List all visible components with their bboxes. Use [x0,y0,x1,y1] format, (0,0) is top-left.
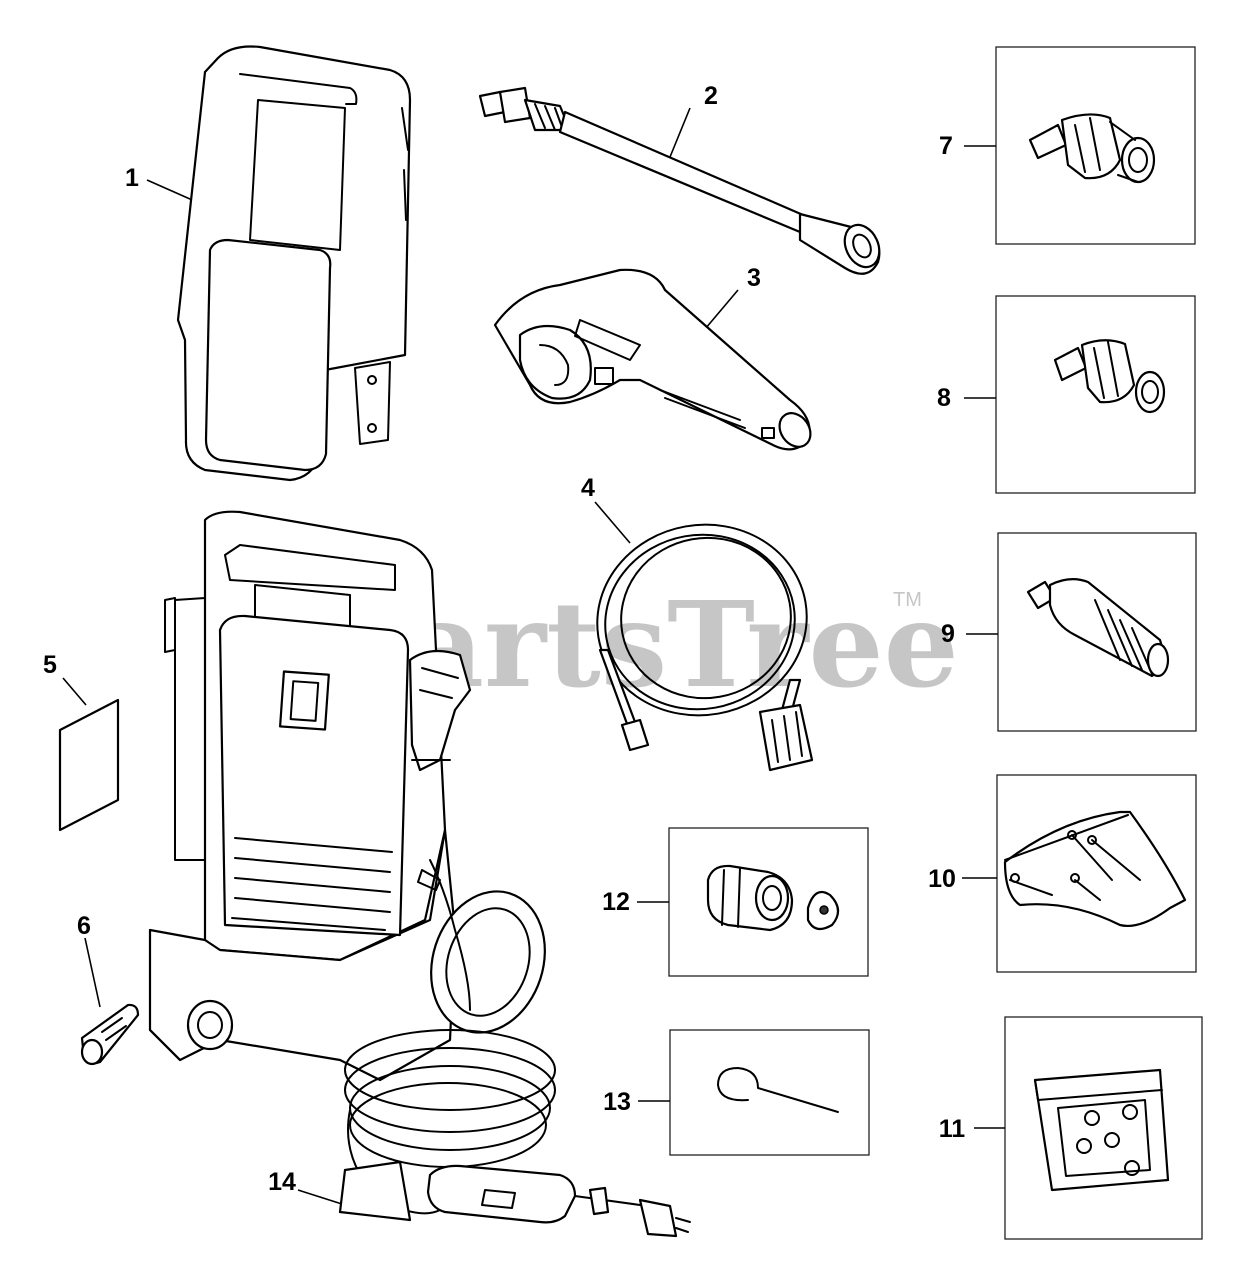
pressure-washer-unit [148,510,691,1238]
part-13-cleaning-pin [717,1067,839,1113]
callout-10: 10 [928,865,956,893]
callout-8: 8 [937,384,951,412]
callout-6: 6 [77,912,91,940]
callout-7: 7 [939,132,953,160]
part-11-parts-bag [1033,1068,1170,1192]
callout-9: 9 [941,620,955,648]
callout-1: 1 [125,164,139,192]
callout-12: 12 [602,888,630,916]
part-1-cover-panel [176,45,412,482]
callout-14: 14 [268,1168,296,1196]
callout-2: 2 [704,82,718,110]
part-12-inlet-adapter-kit [706,864,840,932]
part-4-high-pressure-hose [596,523,814,772]
callout-5: 5 [43,651,57,679]
callout-3: 3 [747,264,761,292]
part-10-screw-bag [1003,810,1187,927]
callout-13: 13 [603,1088,631,1116]
callout-labels: 1 2 3 4 5 6 7 8 9 10 11 12 13 14 [43,82,965,1196]
watermark-tm: TM [893,589,922,611]
part-8-nozzle-adjustable-b [1053,339,1166,414]
part-box-13 [669,1029,870,1156]
part-9-turbo-nozzle [1026,578,1170,678]
part-7-nozzle-adjustable-a [1028,113,1156,184]
callout-11: 11 [939,1115,966,1143]
part-5-label-sheet [58,698,120,832]
part-6-nozzle-tip [80,1003,140,1066]
part-2-spray-wand [478,86,881,275]
callout-4: 4 [581,474,595,502]
part-3-spray-gun [493,268,812,451]
